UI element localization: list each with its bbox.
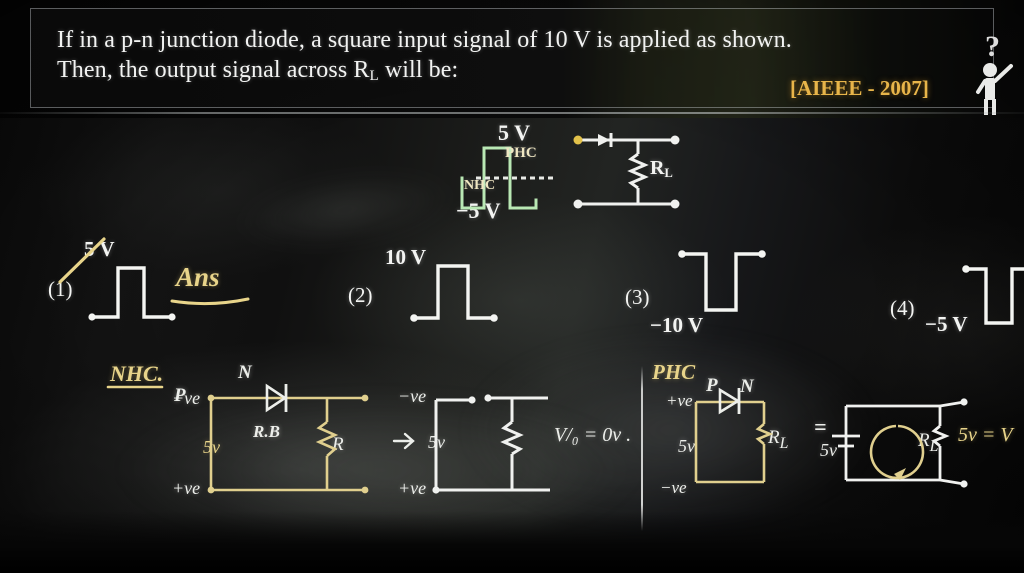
nhc-title: NHC. xyxy=(110,361,164,386)
terminal-dot-icon xyxy=(573,199,583,209)
diode-icon xyxy=(598,133,613,147)
option-4-waveform[interactable] xyxy=(962,263,1024,333)
open-result-label: V/₀ = 0v . xyxy=(554,424,632,446)
resistor-icon xyxy=(500,420,524,456)
equivalent-source-label: 5v xyxy=(820,440,837,460)
phc-circuit xyxy=(694,387,774,484)
option-3-waveform[interactable] xyxy=(678,248,778,318)
option-2-number[interactable]: (2) xyxy=(348,283,373,307)
terminal-dot-icon xyxy=(670,135,680,145)
resistor-label-sub: L xyxy=(664,166,673,180)
stimulus-resistor-label: RL xyxy=(650,157,673,181)
nhc-diode-n-label: N xyxy=(238,362,252,383)
diode-icon xyxy=(265,383,288,413)
nhc-diode-p-label: P xyxy=(174,385,186,406)
question-line-1: If in a p-n junction diode, a square inp… xyxy=(57,27,792,53)
option-4-number[interactable]: (4) xyxy=(890,296,915,320)
option-3-number[interactable]: (3) xyxy=(625,285,650,309)
eq-resistor-label-text: R xyxy=(918,430,930,451)
phc-resistor-label-sub: L xyxy=(779,434,789,452)
option-3-amplitude-label: −10 V xyxy=(650,313,704,337)
question-line-2-post: will be: xyxy=(378,57,459,83)
open-bottom-terminal-label: +ve xyxy=(398,478,427,498)
phc-diode-n-label: N xyxy=(740,376,754,397)
question-mark-icon: ? xyxy=(985,30,1000,63)
answer-annotation-underline xyxy=(170,297,250,306)
resistor-icon xyxy=(627,152,649,190)
resistor-icon xyxy=(931,424,950,448)
nhc-bottom-terminal-label: +ve xyxy=(172,478,201,498)
waveform-top-label: 5 V xyxy=(498,120,530,145)
resistor-subscript: L xyxy=(369,68,379,84)
waveform-nhc-label: NHC xyxy=(464,178,496,193)
resistor-label-text: R xyxy=(650,157,665,179)
battery-icon xyxy=(832,434,860,448)
phc-top-terminal-label: +ve xyxy=(666,391,693,410)
open-top-terminal-label: −ve xyxy=(398,386,427,406)
eq-resistor-label-sub: L xyxy=(929,437,939,455)
question-text: If in a p-n junction diode, a square inp… xyxy=(57,25,962,91)
phc-bottom-terminal-label: −ve xyxy=(660,478,687,497)
stimulus-circuit xyxy=(573,133,680,209)
option-1-waveform[interactable] xyxy=(88,262,188,324)
phc-diode-p-label: P xyxy=(706,375,718,396)
source-badge: [AIEEE - 2007] xyxy=(790,76,929,100)
implies-arrow-icon xyxy=(392,432,415,450)
equivalent-result-label: 5v = V xyxy=(958,424,1013,446)
diagonal-strike-icon xyxy=(58,237,106,284)
nhc-top-terminal-label: −ve xyxy=(172,388,201,408)
nhc-circuit xyxy=(207,383,369,494)
nhc-bias-label: R.B xyxy=(253,422,280,441)
question-line-2: Then, the output signal across RL will b… xyxy=(57,55,962,91)
equivalent-equals-label: = xyxy=(814,414,827,439)
waveform-phc-label: PHC xyxy=(505,145,537,161)
option-4-amplitude-label: −5 V xyxy=(925,312,968,336)
option-2-waveform[interactable] xyxy=(410,260,510,326)
vertical-divider xyxy=(641,366,643,531)
question-banner xyxy=(30,8,994,108)
input-waveform xyxy=(460,146,556,210)
nhc-resistor-label: R xyxy=(332,434,344,455)
option-1-amplitude-label: 5 V xyxy=(84,237,115,261)
banner-underline xyxy=(0,112,1024,114)
phc-source-label: 5v xyxy=(678,436,695,456)
phc-resistor-label-text: R xyxy=(768,427,780,448)
resistor-icon xyxy=(755,423,774,445)
option-2-amplitude-label: 10 V xyxy=(385,245,427,269)
resistor-icon xyxy=(315,420,339,457)
diode-icon xyxy=(718,387,741,415)
current-loop-icon xyxy=(869,424,925,480)
stick-figure-icon xyxy=(976,63,1013,115)
phc-resistor-label: RL xyxy=(768,427,788,453)
equivalent-resistor-label: RL xyxy=(918,430,938,456)
answer-annotation: Ans xyxy=(176,262,220,292)
equivalent-circuit xyxy=(832,398,968,488)
nhc-title-underline xyxy=(106,385,164,389)
question-line-2-pre: Then, the output signal across R xyxy=(57,57,370,83)
terminal-dot-icon xyxy=(573,135,583,145)
phc-title: PHC xyxy=(652,360,696,384)
background-bottom-fade xyxy=(0,511,1024,573)
terminal-dot-icon xyxy=(670,199,680,209)
open-circuit-diagram xyxy=(432,394,550,494)
